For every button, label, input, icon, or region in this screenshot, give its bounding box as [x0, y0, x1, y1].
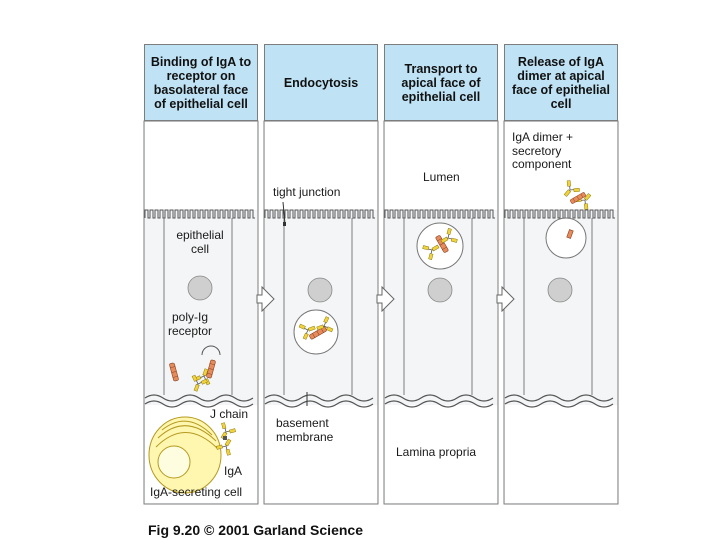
figure-caption: Fig 9.20 © 2001 Garland Science [148, 522, 363, 538]
label-epithelial-cell: epithelial cell [170, 229, 230, 256]
label-iga: IgA [224, 465, 242, 479]
plasma-cell [149, 417, 221, 493]
label-j-chain: J chain [210, 408, 248, 422]
endocytic-vesicle [294, 310, 338, 354]
label-poly-ig-receptor: poly-Ig receptor [160, 311, 220, 338]
empty-vesicle [546, 218, 586, 258]
label-lamina-propria: Lamina propria [396, 446, 476, 460]
label-iga-secreting-cell: IgA-secreting cell [150, 486, 242, 500]
label-lumen: Lumen [423, 171, 460, 185]
label-iga-dimer-secretory-component: IgA dimer + secretory component [512, 131, 607, 172]
label-tight-junction: tight junction [273, 186, 340, 200]
microvilli [145, 210, 615, 218]
transcytotic-vesicle [417, 223, 463, 269]
label-basement-membrane: basement membrane [276, 417, 346, 444]
